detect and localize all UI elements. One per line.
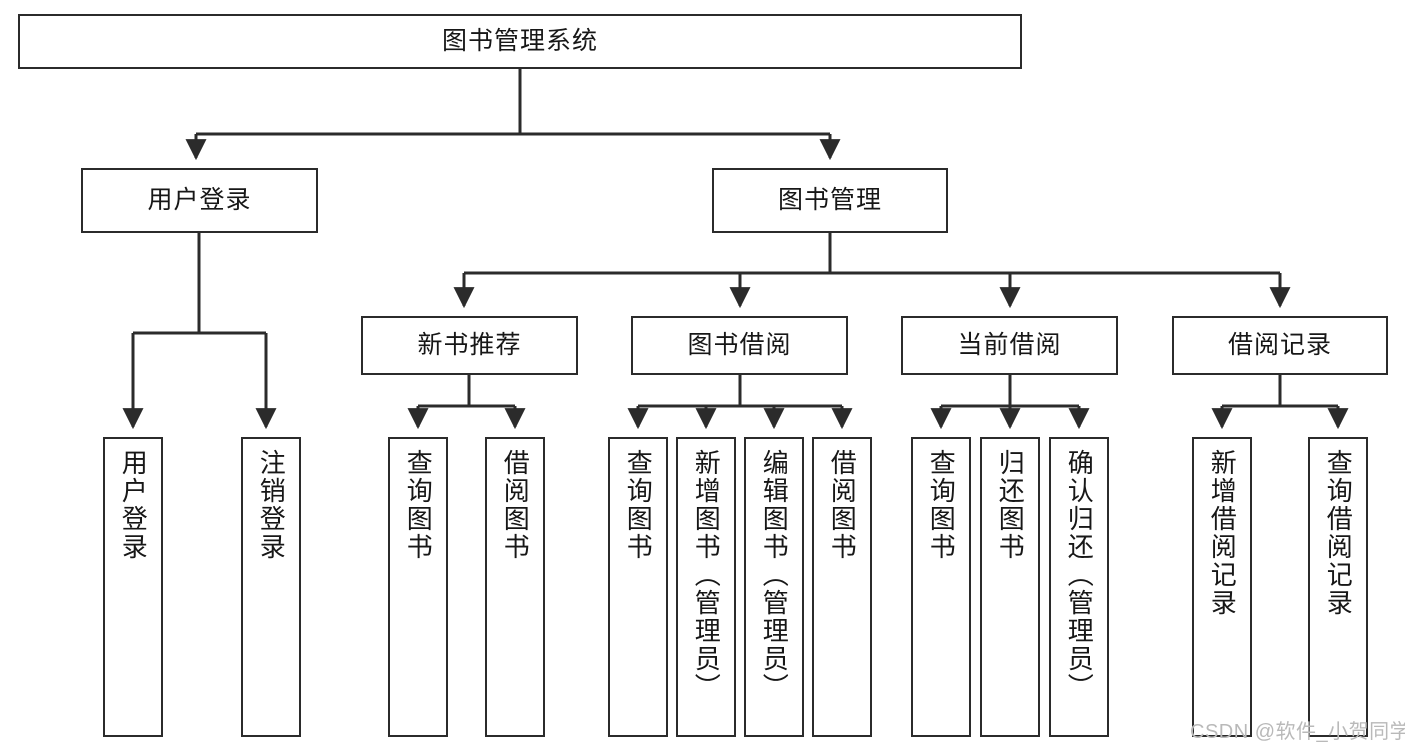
- node-label: 归还图书: [995, 449, 1026, 561]
- node-leaf-query-book-recommend[interactable]: 查询图书: [388, 437, 448, 737]
- node-label: 图书管理: [777, 185, 882, 214]
- node-label: 新书推荐: [417, 330, 522, 359]
- node-current-borrow[interactable]: 当前借阅: [901, 316, 1118, 375]
- node-leaf-query-borrow-record[interactable]: 查询借阅记录: [1308, 437, 1368, 737]
- node-new-book-recommendation[interactable]: 新书推荐: [361, 316, 578, 375]
- node-root-book-management-system[interactable]: 图书管理系统: [18, 14, 1022, 69]
- node-label: 查询图书: [623, 449, 654, 561]
- node-book-borrow[interactable]: 图书借阅: [631, 316, 848, 375]
- node-leaf-query-book-borrow[interactable]: 查询图书: [608, 437, 668, 737]
- node-label: 用户登录: [118, 449, 149, 561]
- node-label: 注销登录: [256, 449, 287, 561]
- node-leaf-borrow-book-recommend[interactable]: 借阅图书: [485, 437, 545, 737]
- csdn-watermark: CSDN @软件_小贺同学: [1190, 721, 1405, 743]
- node-leaf-confirm-return-admin[interactable]: 确认归还（管理员）: [1049, 437, 1109, 737]
- node-leaf-user-login[interactable]: 用户登录: [103, 437, 163, 737]
- node-leaf-borrow-book[interactable]: 借阅图书: [812, 437, 872, 737]
- node-label: 查询图书: [926, 449, 957, 561]
- node-book-management[interactable]: 图书管理: [712, 168, 948, 233]
- node-label: 图书借阅: [687, 330, 792, 359]
- node-leaf-add-book-admin[interactable]: 新增图书（管理员）: [676, 437, 736, 737]
- node-label: 查询借阅记录: [1323, 449, 1354, 617]
- node-label: 确认归还（管理员）: [1064, 449, 1095, 701]
- node-label: 借阅图书: [500, 449, 531, 561]
- node-leaf-edit-book-admin[interactable]: 编辑图书（管理员）: [744, 437, 804, 737]
- node-leaf-return-book[interactable]: 归还图书: [980, 437, 1040, 737]
- node-borrow-record[interactable]: 借阅记录: [1172, 316, 1388, 375]
- node-label: 新增图书（管理员）: [691, 449, 722, 701]
- node-label: 查询图书: [403, 449, 434, 561]
- node-label: 借阅图书: [827, 449, 858, 561]
- node-label: 借阅记录: [1227, 330, 1332, 359]
- node-user-login[interactable]: 用户登录: [81, 168, 318, 233]
- node-label: 新增借阅记录: [1207, 449, 1238, 617]
- node-label: 当前借阅: [957, 330, 1062, 359]
- node-leaf-add-borrow-record[interactable]: 新增借阅记录: [1192, 437, 1252, 737]
- node-leaf-logout[interactable]: 注销登录: [241, 437, 301, 737]
- node-label: 图书管理系统: [441, 26, 598, 55]
- node-leaf-query-book-current[interactable]: 查询图书: [911, 437, 971, 737]
- node-label: 编辑图书（管理员）: [759, 449, 790, 701]
- node-label: 用户登录: [147, 185, 252, 214]
